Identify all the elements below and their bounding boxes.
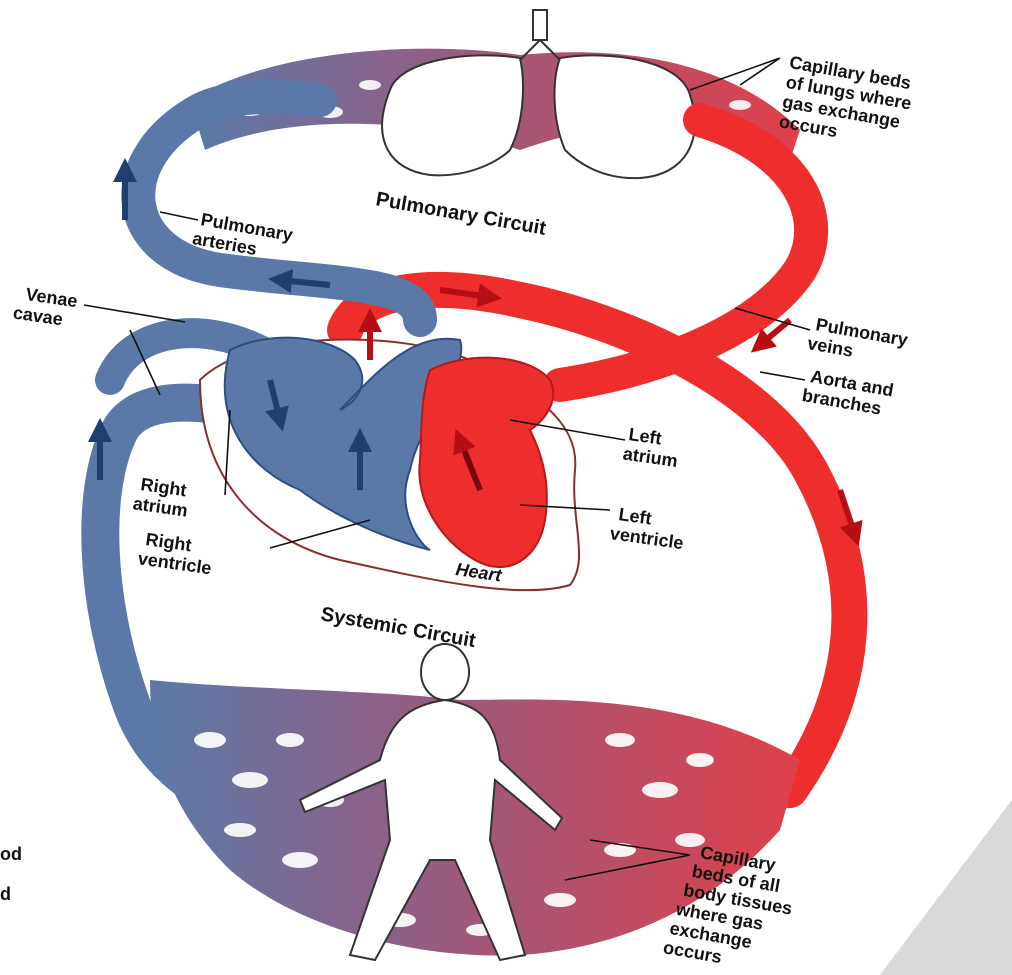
svg-text:d: d <box>0 884 11 904</box>
svg-text:od: od <box>0 844 22 864</box>
label-right-atrium: Right atrium <box>132 473 192 520</box>
